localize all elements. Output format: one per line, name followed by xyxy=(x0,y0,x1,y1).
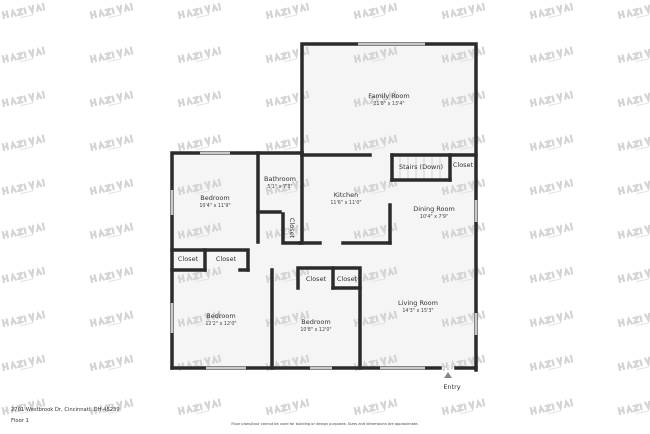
address: 2701 Westbrook Dr, Cincinnati, OH 45239 xyxy=(11,407,120,413)
watermark-logo xyxy=(1,90,46,108)
watermark-logo xyxy=(441,46,486,64)
windows xyxy=(170,42,478,370)
dining-room-label: Dining Room xyxy=(413,205,455,213)
living-room-label: Living Room xyxy=(398,299,438,307)
watermark-logo xyxy=(1,398,46,416)
watermark-logo xyxy=(529,266,574,284)
family-room-dim: 21'8" x 13'4" xyxy=(373,101,404,107)
watermark-logo xyxy=(1,178,46,196)
living-room-dim: 14'3" x 15'3" xyxy=(402,308,433,314)
watermark-logo xyxy=(353,90,398,108)
watermark-logo xyxy=(441,266,486,284)
bathroom-dim: 5'1" x 7'3" xyxy=(267,184,292,190)
watermark-logo xyxy=(89,134,134,152)
bedroom-mid-dim: 10'8" x 12'0" xyxy=(300,327,331,333)
watermark-logo xyxy=(177,2,222,20)
bedroom-top-dim: 10'4" x 11'9" xyxy=(199,203,230,209)
watermark-logo xyxy=(177,222,222,240)
watermark-logo xyxy=(1,2,46,20)
watermark-logo xyxy=(529,46,574,64)
disclaimer: Floor plans/tour cannot be used for buil… xyxy=(231,422,419,426)
watermark-logo xyxy=(529,222,574,240)
kitchen-label: Kitchen xyxy=(334,191,358,199)
closet-left-b-label: Closet xyxy=(216,255,237,263)
closet-left-a-label: Closet xyxy=(178,255,199,263)
watermark-logo xyxy=(1,46,46,64)
entry-arrow-icon xyxy=(444,372,452,378)
closet-mid-a-label: Closet xyxy=(306,275,327,283)
family-room-label: Family Room xyxy=(368,92,410,100)
bedroom-left-dim: 12'2" x 12'0" xyxy=(205,321,236,327)
watermark-logo xyxy=(617,398,650,416)
bedroom-top-label: Bedroom xyxy=(200,194,229,202)
watermark-logo xyxy=(353,398,398,416)
watermark-logo xyxy=(529,398,574,416)
watermark-logo xyxy=(529,354,574,372)
watermark-logo xyxy=(89,310,134,328)
watermark-logo xyxy=(177,398,222,416)
watermark-logo xyxy=(177,46,222,64)
watermark-logo xyxy=(617,222,650,240)
watermark-logo xyxy=(177,178,222,196)
watermark-logo xyxy=(177,266,222,284)
watermark-logo xyxy=(177,90,222,108)
stairs-label: Stairs (Down) xyxy=(399,163,443,171)
kitchen-dim: 11'6" x 11'0" xyxy=(330,200,361,206)
watermark-logo xyxy=(1,310,46,328)
watermark-logo xyxy=(177,134,222,152)
watermark-logo xyxy=(617,46,650,64)
watermark-logo xyxy=(529,134,574,152)
watermark-logo xyxy=(1,354,46,372)
watermark-logo xyxy=(353,2,398,20)
watermark-logo xyxy=(617,354,650,372)
watermark-logo xyxy=(529,310,574,328)
watermark-logo xyxy=(441,398,486,416)
watermark-logo xyxy=(617,90,650,108)
watermark-logo xyxy=(89,46,134,64)
watermark-logo xyxy=(617,266,650,284)
stairs-steps xyxy=(399,157,441,178)
watermark-logo xyxy=(529,2,574,20)
watermark-logo xyxy=(353,46,398,64)
watermark-logo xyxy=(1,134,46,152)
watermark-logo xyxy=(265,2,310,20)
watermark-logo xyxy=(353,178,398,196)
watermark-logo xyxy=(177,310,222,328)
dining-room-dim: 10'4" x 7'9" xyxy=(420,214,448,220)
watermark-logo xyxy=(441,90,486,108)
watermark-logo xyxy=(265,398,310,416)
watermark-logo xyxy=(441,178,486,196)
entry-label: Entry xyxy=(443,383,460,391)
closet-stairs-label: Closet xyxy=(453,161,474,169)
watermark-logo xyxy=(529,178,574,196)
watermark-logo xyxy=(529,90,574,108)
watermark-logo xyxy=(617,310,650,328)
watermark-logo xyxy=(353,222,398,240)
closet-bath-label: Closet xyxy=(288,218,296,239)
watermark-logo xyxy=(617,2,650,20)
bedroom-mid-label: Bedroom xyxy=(301,318,330,326)
watermark-logo xyxy=(89,222,134,240)
watermark-logo xyxy=(89,266,134,284)
watermark-logo xyxy=(1,222,46,240)
watermark-logo xyxy=(89,398,134,416)
watermark-logo xyxy=(89,2,134,20)
watermark-logo xyxy=(617,134,650,152)
watermark-logo xyxy=(441,222,486,240)
floor-fill-left xyxy=(172,153,302,368)
watermark-logo xyxy=(1,266,46,284)
watermark-logo xyxy=(441,2,486,20)
watermark-logo xyxy=(617,178,650,196)
watermark-logo xyxy=(89,354,134,372)
watermark-logo xyxy=(441,134,486,152)
watermark-logo xyxy=(89,178,134,196)
watermark-logo xyxy=(441,310,486,328)
floor-label: Floor 1 xyxy=(11,418,29,424)
watermark-logo xyxy=(89,90,134,108)
watermark-logo xyxy=(353,134,398,152)
closet-mid-b-label: Closet xyxy=(337,275,358,283)
bathroom-label: Bathroom xyxy=(264,175,296,183)
bedroom-left-label: Bedroom xyxy=(206,312,235,320)
